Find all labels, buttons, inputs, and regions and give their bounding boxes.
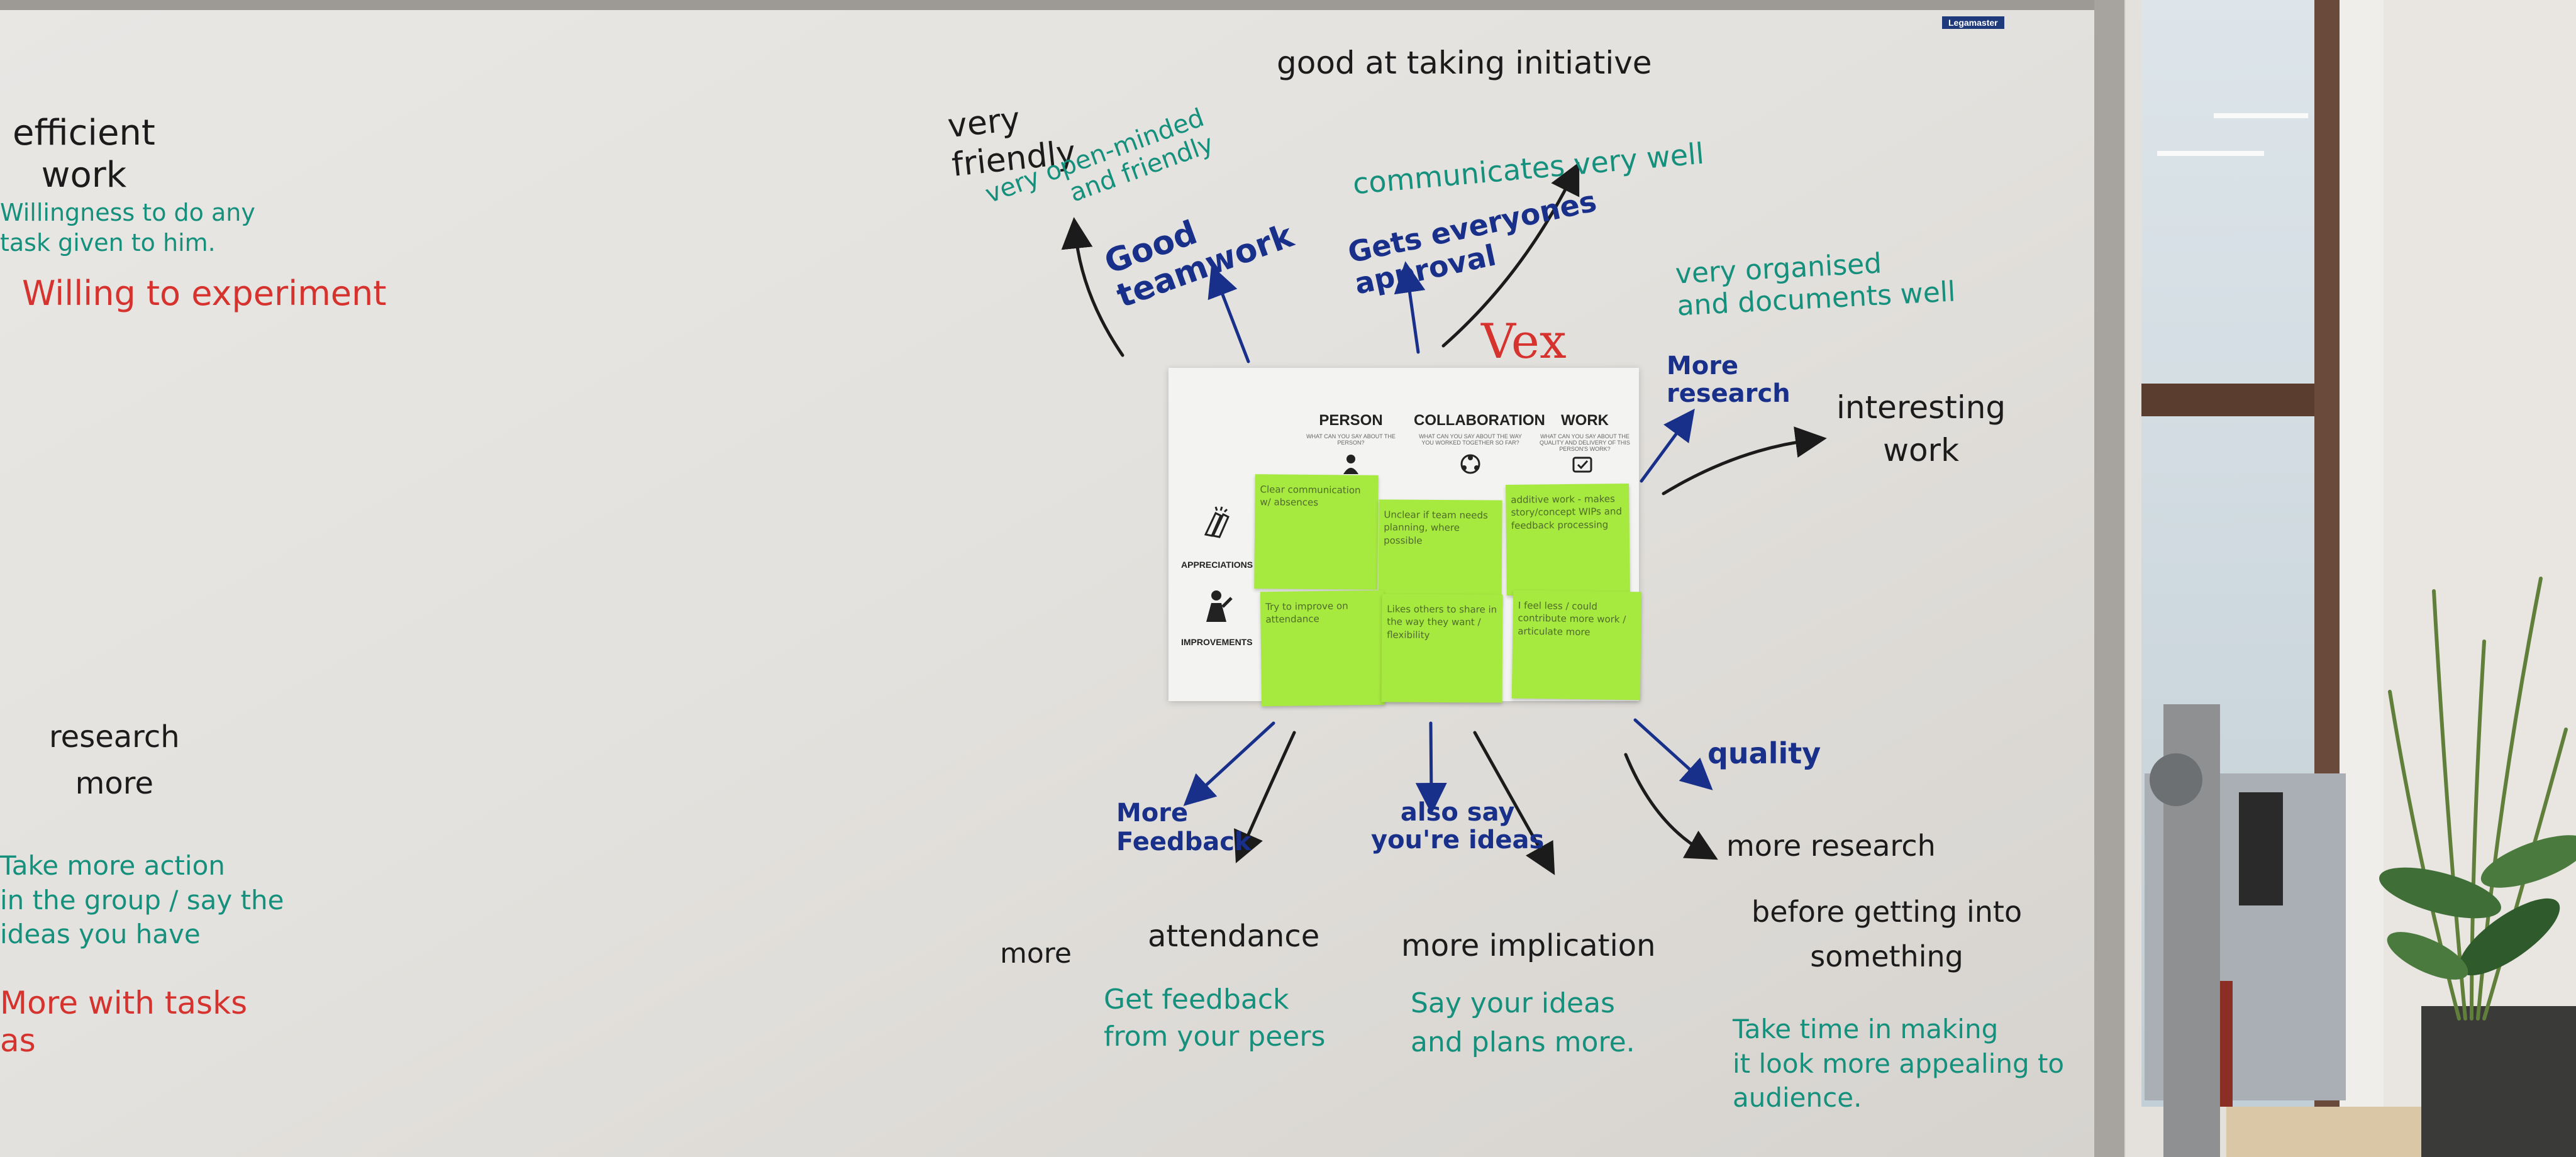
sticky-note: Unclear if team needs planning, where po… bbox=[1378, 499, 1502, 606]
column-subtitle-collaboration: WHAT CAN YOU SAY ABOUT THE WAY YOU WORKE… bbox=[1419, 433, 1522, 446]
person-icon bbox=[1343, 455, 1358, 474]
arrow-more-research bbox=[1624, 753, 1718, 860]
note-get-feedback: Get feedback from your peers bbox=[1104, 983, 1326, 1053]
note-more-research-top: More research bbox=[1667, 352, 1790, 408]
arrow-research bbox=[1640, 408, 1695, 483]
arrow-teamwork bbox=[1208, 265, 1250, 363]
note-interesting-work: interesting work bbox=[1836, 389, 2006, 468]
note-say-ideas: Say your ideas and plans more. bbox=[1411, 987, 1635, 1058]
note-more-feedback: More Feedback bbox=[1116, 799, 1252, 856]
arrow-implication bbox=[1473, 731, 1555, 875]
note-experiment: Willing to experiment bbox=[22, 274, 387, 313]
arrow-quality bbox=[1633, 718, 1713, 790]
note-initiative: good at taking initiative bbox=[1277, 45, 1652, 81]
note-more: more bbox=[1000, 938, 1072, 970]
collaboration-icon bbox=[1460, 454, 1480, 474]
row-label-appreciations: APPRECIATIONS bbox=[1181, 560, 1253, 570]
note-more-tasks: More with tasks as bbox=[0, 985, 248, 1059]
sticky-note: Likes others to share in the way they wa… bbox=[1381, 594, 1503, 703]
sticky-note: Clear communication w/ absences bbox=[1254, 474, 1379, 590]
arrow-approval bbox=[1394, 261, 1426, 354]
work-icon bbox=[1572, 457, 1592, 473]
wrench-person-icon bbox=[1206, 590, 1233, 622]
note-willingness: Willingness to do any task given to him. bbox=[0, 199, 255, 257]
arrow-communicates bbox=[1441, 162, 1580, 348]
note-take-time: Take time in making it look more appeali… bbox=[1733, 1014, 2065, 1114]
clapping-hands-icon bbox=[1204, 506, 1230, 538]
note-before-getting: before getting into something bbox=[1752, 895, 2023, 974]
note-more-implication: more implication bbox=[1401, 928, 1656, 963]
note-more-research: more research bbox=[1726, 829, 1936, 863]
sticky-note: Try to improve on attendance bbox=[1260, 590, 1385, 707]
row-label-improvements: IMPROVEMENTS bbox=[1181, 637, 1253, 647]
note-take-action: Take more action in the group / say the … bbox=[0, 850, 284, 950]
note-also-say: also say you're ideas bbox=[1371, 798, 1545, 855]
note-quality: quality bbox=[1707, 736, 1821, 770]
note-research-more: research more bbox=[49, 719, 180, 802]
note-efficient-work: efficient work bbox=[13, 113, 155, 196]
brand-label: Legamaster bbox=[1942, 16, 2004, 29]
column-subtitle-work: WHAT CAN YOU SAY ABOUT THE QUALITY AND D… bbox=[1540, 433, 1630, 452]
sticky-note: I feel less / could contribute more work… bbox=[1511, 590, 1642, 700]
arrow-feedback2 bbox=[1234, 731, 1296, 863]
plant-image bbox=[2379, 577, 2576, 1021]
sticky-note: additive work - makes story/concept WIPs… bbox=[1506, 483, 1630, 596]
column-subtitle-person: WHAT CAN YOU SAY ABOUT THE PERSON? bbox=[1306, 433, 1396, 446]
column-title-work: WORK bbox=[1561, 412, 1609, 429]
arrow-feedback bbox=[1183, 721, 1275, 806]
column-title-person: PERSON bbox=[1319, 412, 1383, 429]
arrow-friendly bbox=[1061, 217, 1124, 357]
name-label: Vex bbox=[1481, 313, 1567, 369]
column-title-collaboration: COLLABORATION bbox=[1414, 412, 1545, 429]
arrow-interesting bbox=[1662, 426, 1827, 495]
note-attendance: attendance bbox=[1148, 919, 1320, 954]
